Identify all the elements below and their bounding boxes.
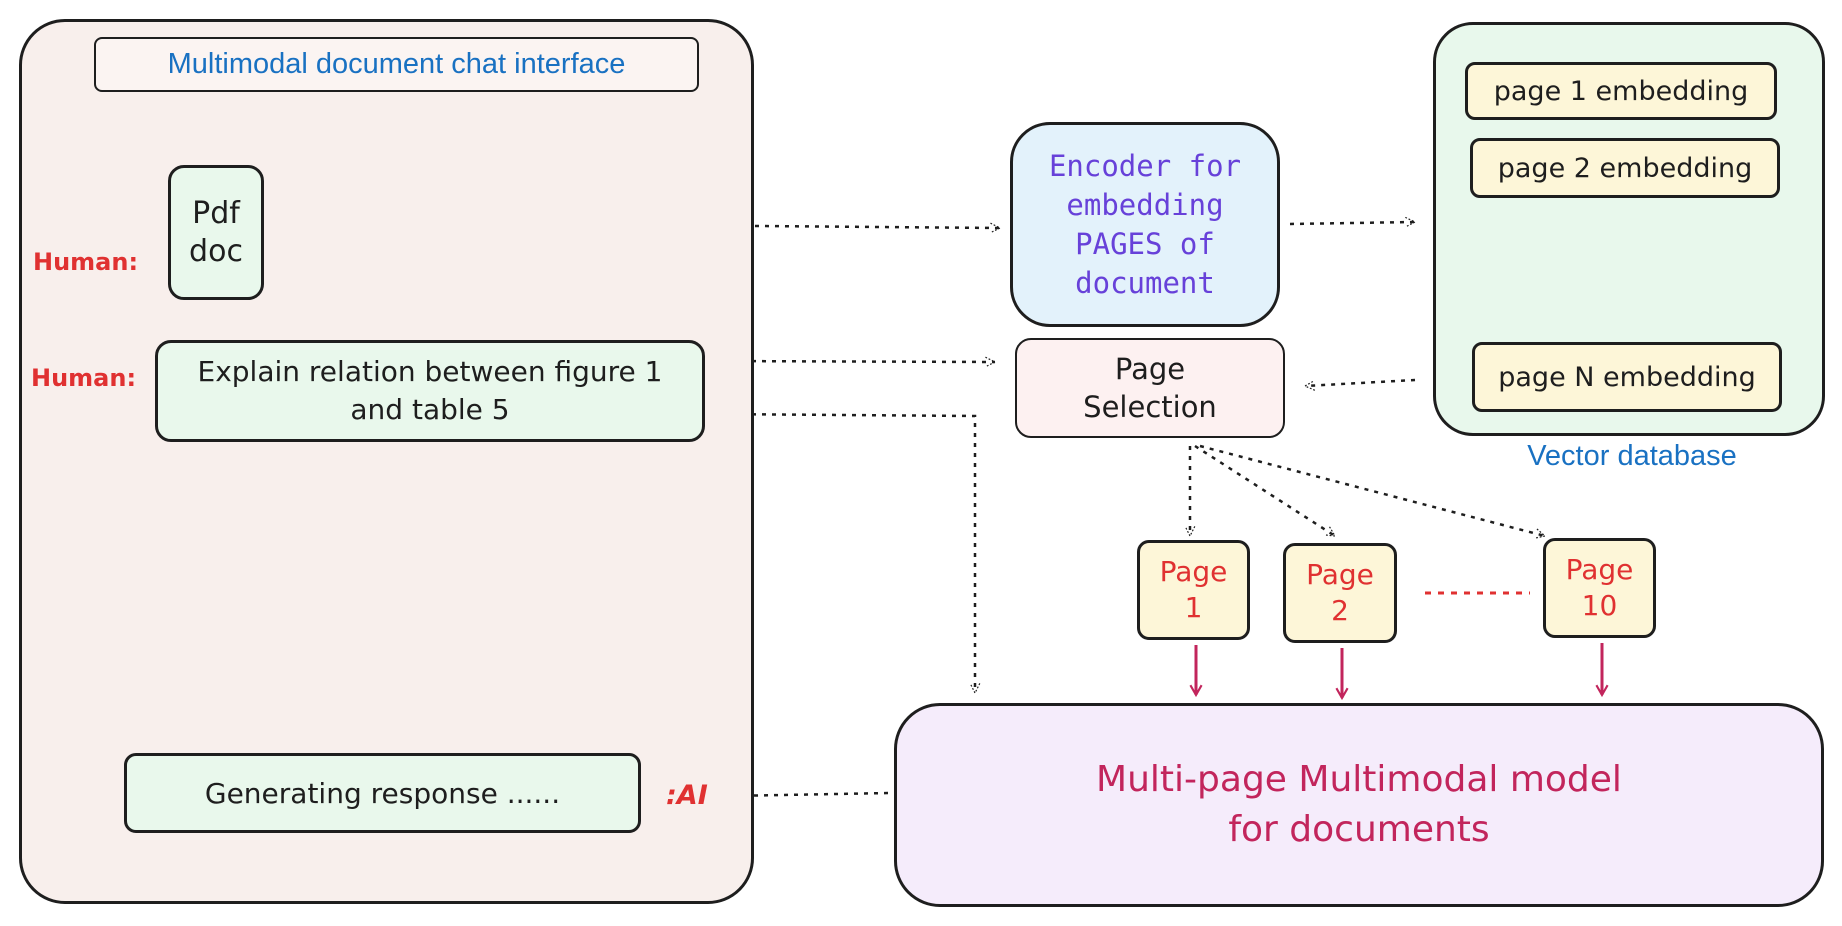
query-message[interactable]: Explain relation between figure 1 and ta… — [155, 340, 705, 442]
human-label-2: Human: — [31, 364, 137, 392]
arrow-model-to-ai — [730, 793, 889, 796]
embedding-item-label: page N embedding — [1498, 361, 1756, 393]
page-card-number: 1 — [1184, 591, 1203, 624]
encoder-box: Encoder for embedding PAGES of document — [1010, 122, 1280, 327]
encoder-line3: PAGES of — [1075, 226, 1215, 261]
page-card-word: Page — [1565, 553, 1634, 586]
page-card-1: Page 1 — [1137, 540, 1250, 640]
vector-database-label: Vector database — [1527, 440, 1737, 472]
arrow-selection-to-page2 — [1194, 444, 1335, 538]
page-selection-line1: Page — [1114, 352, 1186, 386]
ai-label: :AI — [666, 780, 708, 811]
embedding-item-label: page 2 embedding — [1497, 152, 1753, 184]
page-card-2: Page 2 — [1283, 543, 1397, 643]
embedding-item: page 1 embedding — [1465, 62, 1777, 120]
page-card-number: 10 — [1581, 589, 1618, 622]
model-line1: Multi-page Multimodal model — [1096, 759, 1622, 800]
arrow-query-to-model — [711, 412, 975, 693]
embedding-item-label: page 1 embedding — [1493, 75, 1749, 107]
arrow-encoder-to-vectordb — [1289, 222, 1415, 224]
multimodal-model-box: Multi-page Multimodal model for document… — [894, 703, 1824, 907]
response-text: Generating response ...... — [204, 776, 561, 810]
arrow-query-to-selection — [711, 361, 995, 362]
encoder-line2: embedding — [1066, 187, 1224, 222]
chat-panel-title: Multimodal document chat interface — [94, 37, 699, 92]
page-selection-line2: Selection — [1083, 390, 1217, 424]
model-line2: for documents — [1228, 809, 1490, 850]
page-card-word: Page — [1306, 558, 1374, 591]
arrow-selection-to-page10 — [1199, 444, 1545, 536]
embedding-item: page N embedding — [1472, 342, 1782, 412]
page-card-word: Page — [1159, 555, 1228, 588]
encoder-line4: document — [1075, 265, 1215, 300]
query-line1: Explain relation between figure 1 — [197, 355, 663, 388]
response-message[interactable]: Generating response ...... — [124, 753, 641, 833]
page-card-number: 2 — [1331, 594, 1349, 627]
embedding-item: page 2 embedding — [1470, 138, 1780, 198]
arrow-vectordb-to-selection — [1305, 378, 1416, 386]
page-card-10: Page 10 — [1543, 538, 1656, 638]
encoder-line1: Encoder for — [1048, 148, 1242, 183]
pdf-doc-line1: Pdf — [192, 195, 240, 231]
human-label-1: Human: — [33, 248, 139, 276]
pdf-doc-card[interactable]: Pdf doc — [168, 165, 264, 300]
pdf-doc-line2: doc — [189, 233, 243, 269]
query-line2: and table 5 — [350, 393, 510, 426]
page-selection-box: Page Selection — [1015, 338, 1285, 438]
